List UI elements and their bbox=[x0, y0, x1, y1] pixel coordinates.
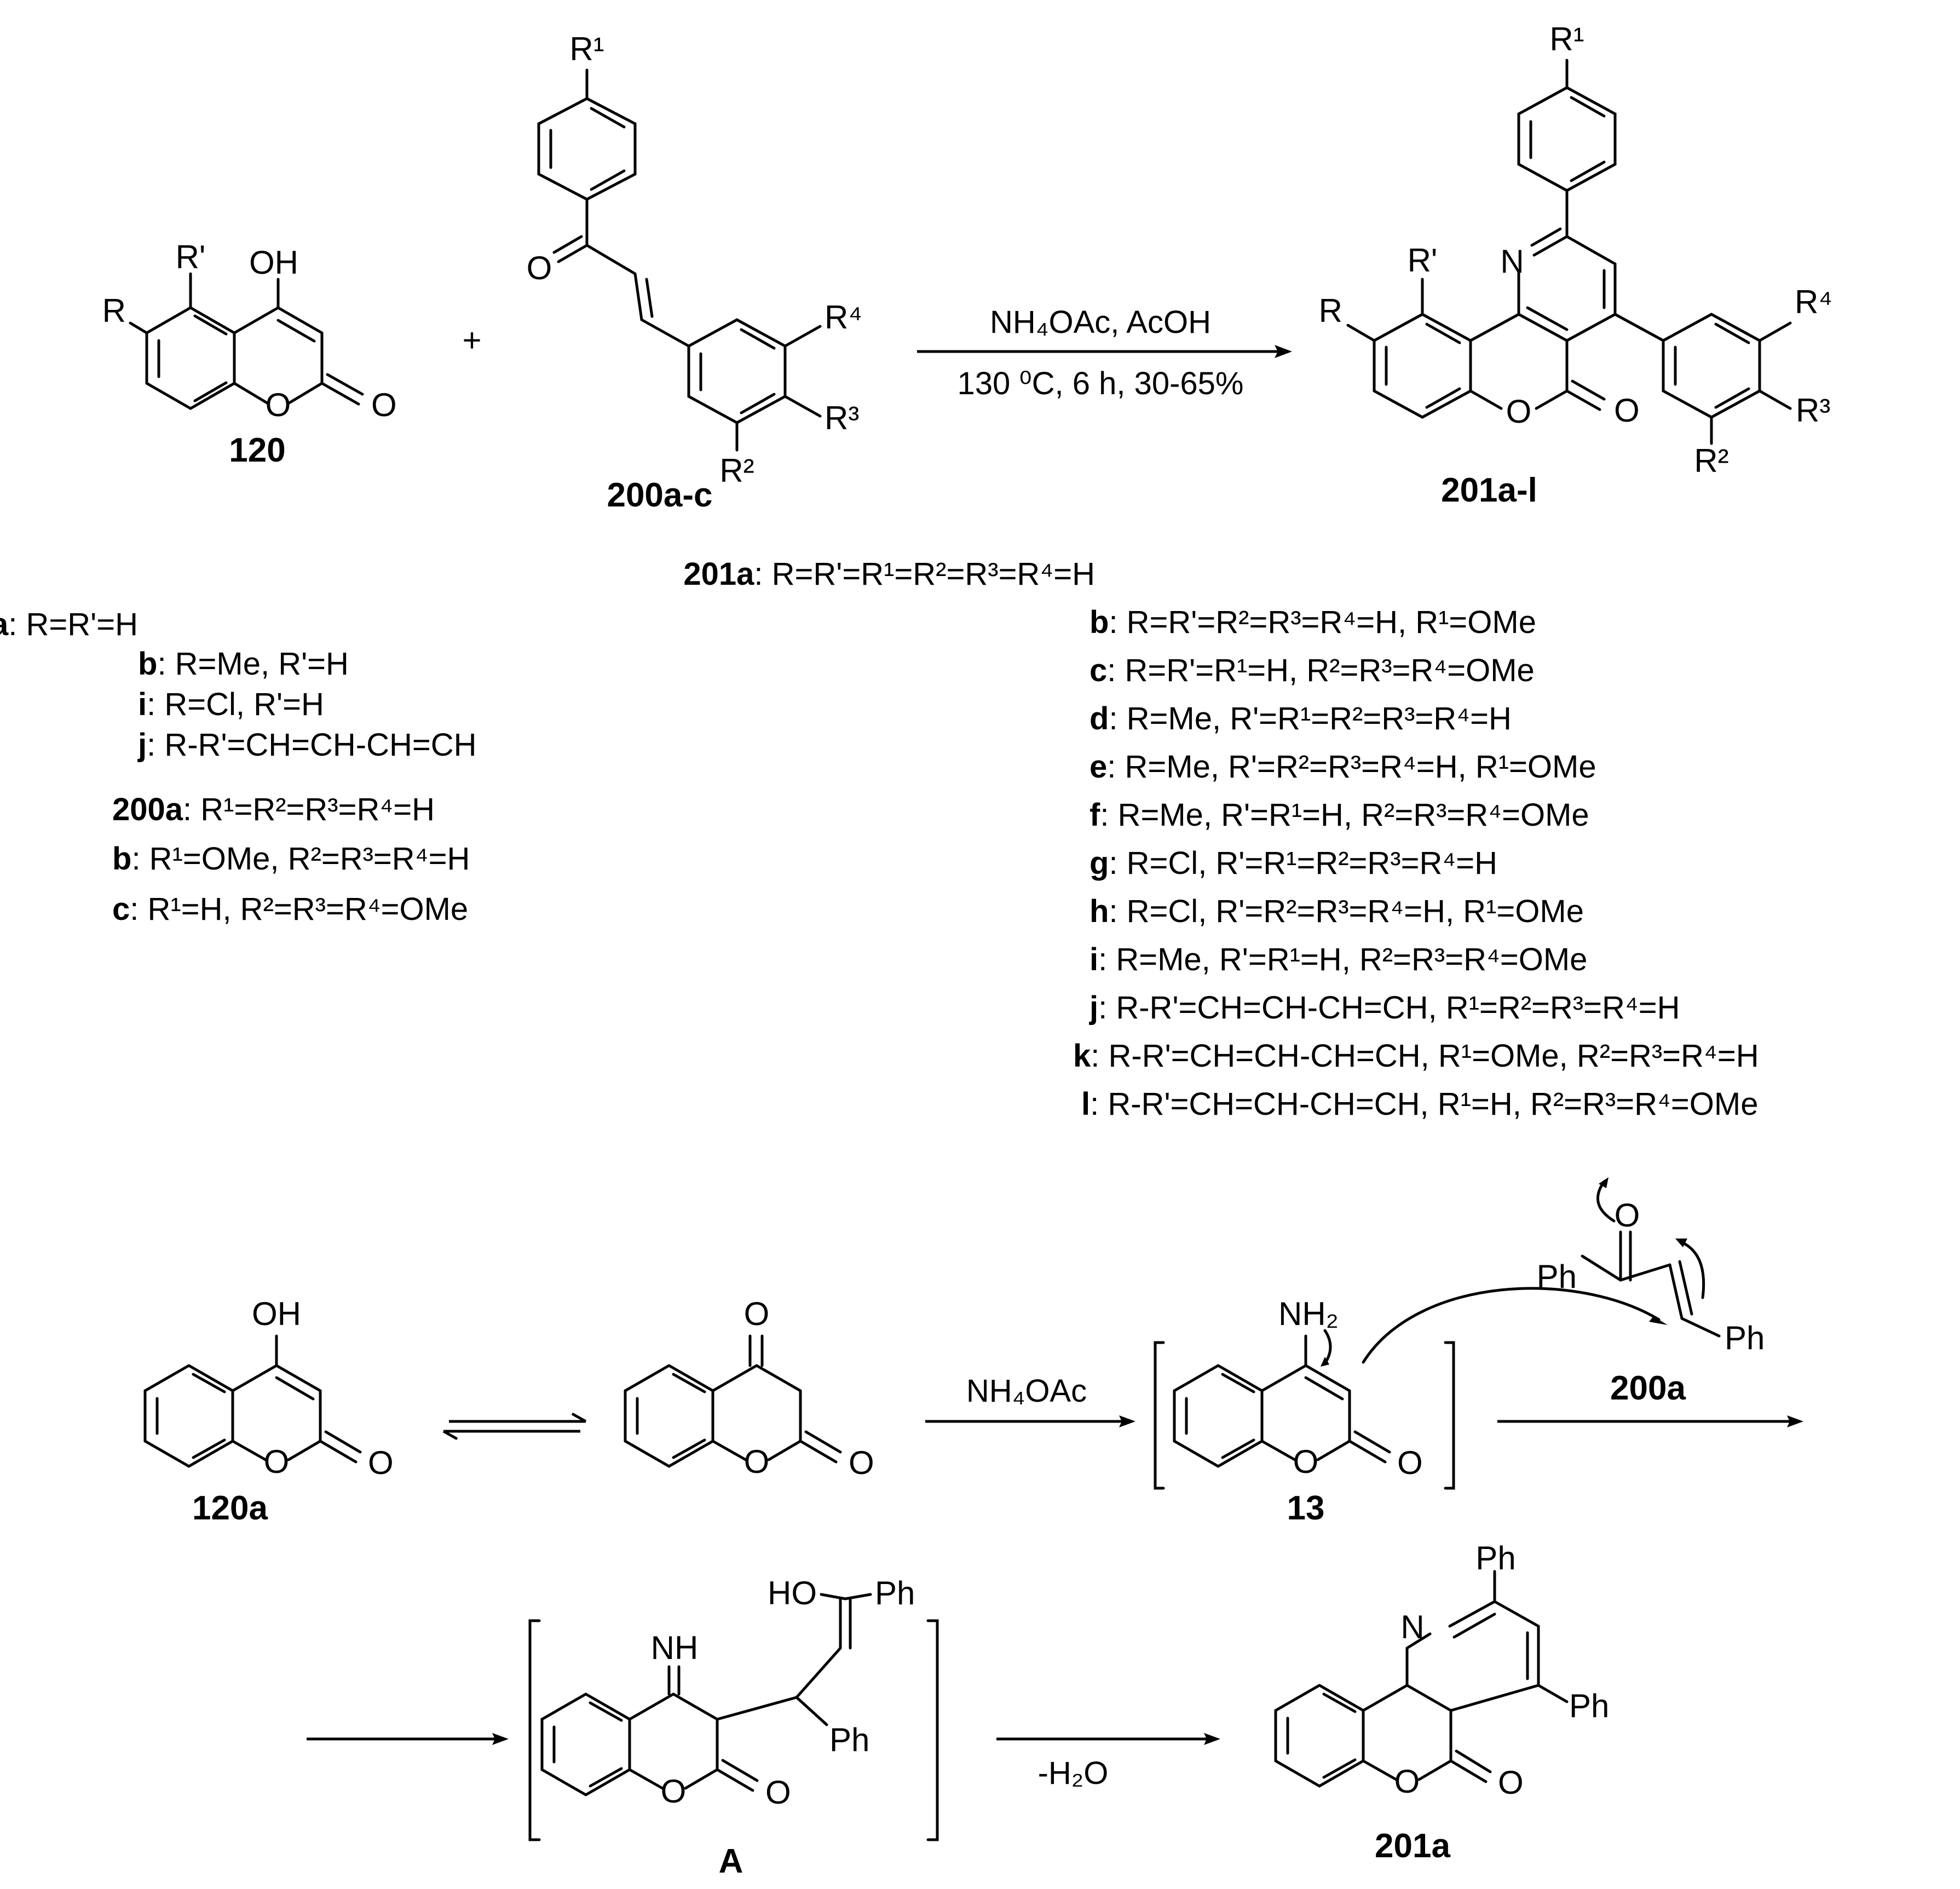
substituent-line: k: R-R'=CH=CH-CH=CH, R¹=OMe, R²=R³=R⁴=H bbox=[1073, 1038, 1759, 1074]
intermediate-a-structure: NH HO Ph Ph O O bbox=[528, 1575, 939, 1841]
int13-carbonyl-oxygen-label: O bbox=[1397, 1444, 1423, 1481]
a-ph-label: Ph bbox=[829, 1721, 869, 1758]
substituent-line: d: R=Me, R'=R¹=R²=R³=R⁴=H bbox=[1089, 701, 1512, 736]
mech-201a-ph-top-label: Ph bbox=[1475, 1540, 1515, 1576]
product-r4-label: R⁴ bbox=[1795, 284, 1832, 320]
nh4oac-arrow bbox=[925, 1415, 1135, 1427]
substituent-line: 200a: R¹=R²=R³=R⁴=H bbox=[112, 792, 435, 827]
substituent-line: 120a: R=R'=H bbox=[0, 607, 138, 642]
substituent-line: h: R=Cl, R'=R²=R³=R⁴=H, R¹=OMe bbox=[1089, 894, 1584, 929]
compound-200-structure: R¹ O R⁴ R³ R² bbox=[527, 31, 862, 489]
enol-ph-label: Ph bbox=[875, 1575, 915, 1611]
amine-label: NH₂ bbox=[1278, 1295, 1339, 1332]
substituents-200-list: 200a: R¹=R²=R³=R⁴=H b: R¹=OMe, R²=R³=R⁴=… bbox=[112, 792, 470, 927]
chalcone-oxygen-label: O bbox=[527, 250, 552, 286]
product-r-prime-label: R' bbox=[1408, 242, 1438, 279]
substituent-line: l: R-R'=CH=CH-CH=CH, R¹=H, R²=R³=R⁴=OMe bbox=[1081, 1086, 1758, 1122]
ring-oxygen-label: O bbox=[266, 387, 291, 423]
mech-201a-n-label: N bbox=[1400, 1609, 1424, 1645]
compound-200-label: 200a-c bbox=[607, 476, 712, 514]
conditions-label: 130 ⁰C, 6 h, 30-65% bbox=[957, 366, 1243, 401]
mech-120a-structure: OH O O bbox=[143, 1295, 394, 1481]
hydroxyl-label: OH bbox=[249, 244, 298, 281]
substituent-line: g: R=Cl, R'=R¹=R²=R³=R⁴=H bbox=[1089, 845, 1497, 881]
reagent-label: NH₄OAc, AcOH bbox=[990, 304, 1211, 340]
chalcone-ph-left-label: Ph bbox=[1537, 1258, 1577, 1295]
compound-120-structure: OH R' R O O bbox=[102, 239, 397, 423]
r2-label: R² bbox=[719, 452, 754, 489]
enol-ho-label: HO bbox=[768, 1575, 817, 1611]
arrow-to-a bbox=[307, 1733, 509, 1745]
mech-200a-label: 200a bbox=[1610, 1369, 1686, 1407]
substituent-line: b: R=R'=R²=R³=R⁴=H, R¹=OMe bbox=[1089, 604, 1536, 640]
r1-label: R¹ bbox=[569, 31, 604, 67]
chalcone-ph-right-label: Ph bbox=[1725, 1320, 1765, 1356]
a-carbonyl-oxygen-label: O bbox=[765, 1774, 791, 1811]
mech-201a-ring-oxygen-label: O bbox=[1394, 1763, 1420, 1800]
imine-label: NH bbox=[651, 1629, 699, 1666]
carbonyl-oxygen-label: O bbox=[371, 387, 397, 423]
mech-chalcone-structure: O Ph Ph bbox=[1537, 1177, 1765, 1356]
mech-120a-label: 120a bbox=[192, 1489, 268, 1527]
compound-201-structure: R¹ N O O R' R bbox=[1319, 21, 1832, 479]
top-reaction-arrow bbox=[917, 345, 1292, 358]
substituent-line: f: R=Me, R'=R¹=H, R²=R³=R⁴=OMe bbox=[1089, 797, 1589, 833]
plus-sign: + bbox=[462, 322, 481, 359]
substituents-201-list: 201a: R=R'=R¹=R²=R³=R⁴=H b: R=R'=R²=R³=R… bbox=[683, 556, 1759, 1122]
substituent-line: c: R=R'=R¹=H, R²=R³=R⁴=OMe bbox=[1089, 653, 1535, 688]
attack-curved-arrow bbox=[1362, 1287, 1661, 1364]
mech-keto-structure: O O O bbox=[624, 1295, 874, 1481]
equilibrium-arrows bbox=[442, 1412, 587, 1441]
product-r-label: R bbox=[1319, 292, 1342, 329]
mech-201a-ph-right-label: Ph bbox=[1569, 1688, 1609, 1724]
minus-water-label: -H₂O bbox=[1038, 1755, 1109, 1791]
intermediate-a-label: A bbox=[719, 1842, 743, 1880]
r3-label: R³ bbox=[825, 400, 859, 436]
product-r2-label: R² bbox=[1694, 442, 1728, 479]
r-label: R bbox=[102, 292, 126, 329]
substituent-line: b: R¹=OMe, R²=R³=R⁴=H bbox=[112, 841, 470, 877]
mech-reagent-label: NH₄OAc bbox=[966, 1373, 1087, 1409]
substituent-line: j: R-R'=CH=CH-CH=CH, R¹=R²=R³=R⁴=H bbox=[1089, 990, 1680, 1026]
keto-ring-oxygen-label: O bbox=[744, 1443, 770, 1480]
r-prime-label: R' bbox=[176, 239, 206, 275]
mech-201a-label: 201a bbox=[1375, 1827, 1450, 1865]
substituent-line: i: R=Cl, R'=H bbox=[138, 687, 324, 722]
product-r3-label: R³ bbox=[1796, 392, 1830, 429]
keto-carbonyl-oxygen-label: O bbox=[849, 1444, 874, 1481]
product-ring-oxygen-label: O bbox=[1506, 393, 1532, 430]
mech-201a-carbonyl-oxygen-label: O bbox=[1498, 1764, 1524, 1801]
mech-201a-structure: N Ph Ph O O bbox=[1274, 1540, 1609, 1801]
substituent-line: i: R=Me, R'=R¹=H, R²=R³=R⁴=OMe bbox=[1089, 942, 1587, 977]
arrow-200a bbox=[1497, 1415, 1803, 1427]
int13-ring-oxygen-label: O bbox=[1293, 1443, 1319, 1480]
substituent-line: c: R¹=H, R²=R³=R⁴=OMe bbox=[112, 891, 468, 927]
substituents-120-list: 120a: R=R'=H b: R=Me, R'=H i: R=Cl, R'=H… bbox=[0, 607, 477, 763]
pyridine-n-label: N bbox=[1500, 243, 1524, 280]
product-carbonyl-oxygen-label: O bbox=[1614, 392, 1640, 429]
product-r1-label: R¹ bbox=[1549, 21, 1584, 57]
substituent-line: b: R=Me, R'=H bbox=[138, 646, 349, 682]
substituent-line: j: R-R'=CH=CH-CH=CH bbox=[137, 727, 477, 763]
dehydration-arrow bbox=[996, 1733, 1220, 1745]
r4-label: R⁴ bbox=[825, 299, 862, 336]
mech-carbonyl-oxygen-label: O bbox=[368, 1444, 394, 1481]
a-ring-oxygen-label: O bbox=[661, 1773, 687, 1810]
mech-hydroxyl-label: OH bbox=[252, 1295, 301, 1332]
intermediate-13-structure: NH₂ O O bbox=[1154, 1295, 1455, 1490]
chalcone-carbonyl-oxygen-label: O bbox=[1615, 1197, 1640, 1234]
keto-oxygen-label: O bbox=[744, 1295, 770, 1332]
mech-ring-oxygen-label: O bbox=[264, 1443, 290, 1480]
substituent-line: 201a: R=R'=R¹=R²=R³=R⁴=H bbox=[683, 556, 1095, 592]
compound-201-label: 201a-l bbox=[1441, 471, 1537, 509]
compound-120-label: 120 bbox=[229, 431, 285, 469]
intermediate-13-label: 13 bbox=[1287, 1489, 1325, 1527]
substituent-line: e: R=Me, R'=R²=R³=R⁴=H, R¹=OMe bbox=[1089, 749, 1596, 785]
